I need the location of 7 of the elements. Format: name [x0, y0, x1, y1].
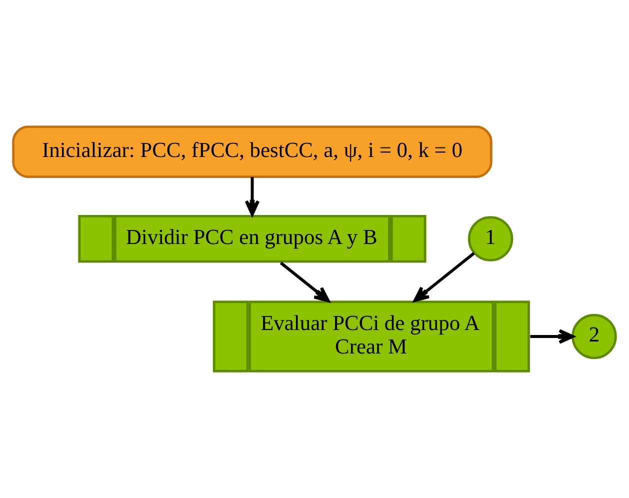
node-circle: 2: [572, 313, 617, 359]
arrow: [414, 252, 475, 302]
node-circle: 1: [468, 216, 514, 261]
arrow: [530, 328, 574, 344]
arrow: [280, 261, 330, 302]
node-box: Inicializar: PCC, fPCC, bestCC, a, ψ, i = 0, k = 0: [12, 125, 492, 178]
arrow: [244, 176, 260, 216]
